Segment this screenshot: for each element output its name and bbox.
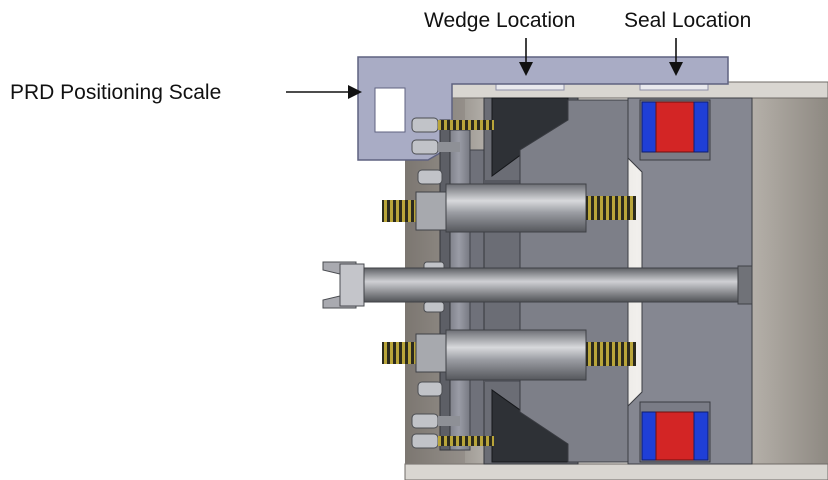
central-rod: [322, 261, 753, 309]
screws-top: [411, 117, 494, 155]
wedge-location-arrow: [519, 38, 533, 76]
bolt-lower: [382, 329, 636, 381]
scale-window: [374, 87, 406, 133]
prd-positioning-scale-label: PRD Positioning Scale: [10, 81, 221, 104]
screw-mid-upper: [417, 169, 443, 185]
screw-mid-lower: [417, 381, 443, 397]
screws-bottom: [411, 413, 494, 449]
seal-bottom: [641, 411, 709, 461]
positioning-scale-arrow: [286, 85, 362, 99]
bolt-upper: [382, 183, 636, 233]
seal-location-label: Seal Location: [624, 9, 751, 32]
seal-top: [641, 101, 709, 153]
screw-center-lower: [423, 301, 445, 313]
seal-location-arrow: [669, 38, 683, 76]
wedge-location-label: Wedge Location: [424, 9, 575, 32]
